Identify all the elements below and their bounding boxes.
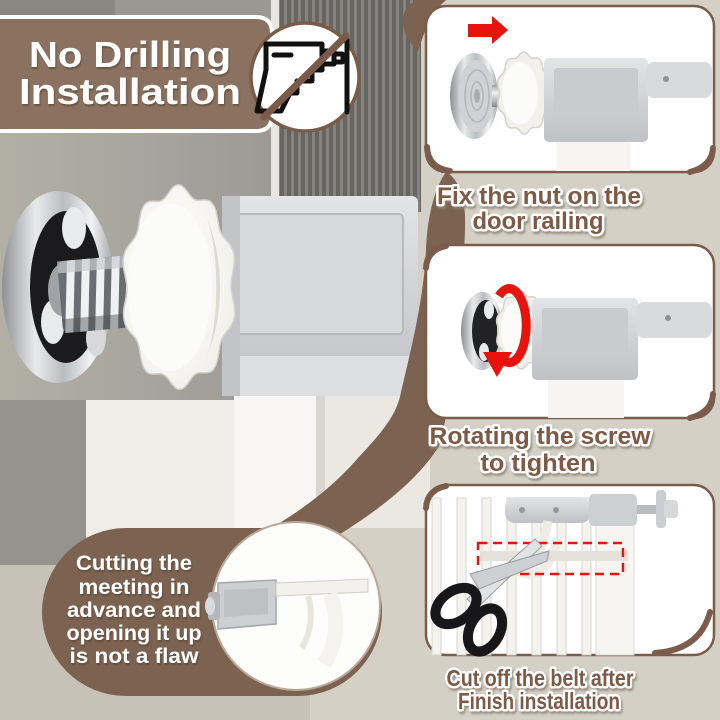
svg-text:No Drilling: No Drilling (29, 34, 231, 75)
svg-text:opening it up: opening it up (67, 621, 202, 645)
svg-text:Cutting the: Cutting the (76, 551, 192, 575)
svg-text:meeting in: meeting in (79, 575, 190, 599)
svg-text:to tighten: to tighten (481, 450, 596, 477)
svg-text:door railing: door railing (473, 208, 604, 235)
svg-text:Fix the nut on the: Fix the nut on the (437, 183, 641, 210)
svg-text:Installation: Installation (19, 71, 241, 112)
svg-text:is not a flaw: is not a flaw (70, 644, 199, 668)
svg-text:advance and: advance and (67, 598, 201, 622)
svg-text:Cut off the belt after: Cut off the belt after (447, 665, 634, 691)
svg-text:Finish installation: Finish installation (458, 688, 620, 714)
svg-text:Rotating the screw: Rotating the screw (430, 423, 651, 450)
